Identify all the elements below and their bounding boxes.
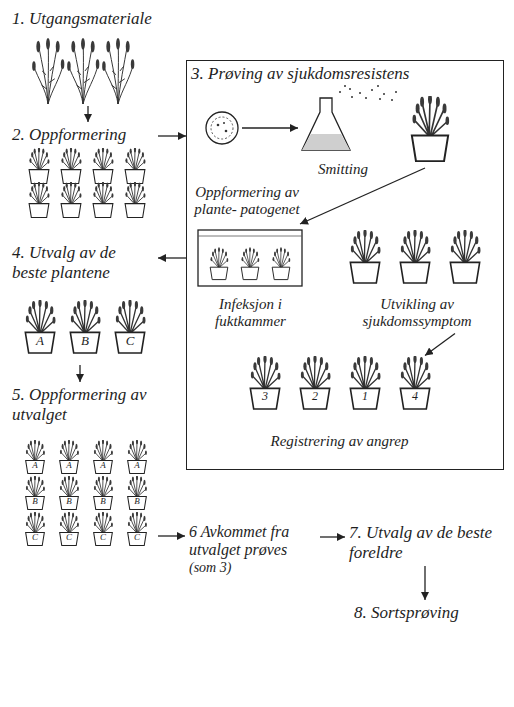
pot-letter: B: [27, 497, 43, 507]
flow-arrow: [424, 566, 425, 600]
pot-letter: B: [95, 497, 111, 507]
node-text: Registrering av angrep: [229, 433, 451, 450]
node-text: Oppformering av plante- patogenet: [194, 184, 301, 219]
arrow-label: Smitting: [312, 161, 374, 178]
pot-letter: C: [61, 533, 77, 543]
process-box: 3. Prøving av sjukdomsresistensOppformer…: [186, 60, 504, 470]
pot-letter: B: [61, 497, 77, 507]
node-note: (som 3): [189, 560, 316, 576]
node-text: 7. Utvalg av de beste foreldre: [349, 523, 501, 562]
pot-letter: A: [61, 461, 77, 471]
node-text: 4. Utvalg av de beste plantene: [12, 243, 154, 282]
node-text: 2. Oppformering: [12, 125, 154, 145]
step-node: Infeksjon i fuktkammer: [192, 222, 310, 334]
pot-letter: B: [129, 497, 145, 507]
stage-node: 8. Sortsprøving: [350, 600, 500, 628]
node-text: Utvikling av sjukdomssymptom: [339, 296, 496, 331]
node-text: 8. Sortsprøving: [354, 603, 496, 623]
flow-arrow: [425, 334, 455, 356]
node-text: 5. Oppformering av utvalget: [12, 385, 154, 424]
node-text: 6 Avkommet fra utvalget prøves: [189, 523, 316, 560]
flow-arrow: [158, 535, 185, 536]
pot-letter: C: [129, 533, 145, 543]
pot-number: 4: [405, 390, 425, 403]
step-node: Oppformering av plante- patogenet: [190, 106, 305, 222]
flow-arrow: [158, 257, 186, 258]
pot-letter: B: [75, 334, 95, 348]
pot-number: 2: [305, 390, 325, 403]
stage-node: 2. Oppformering: [8, 122, 158, 222]
stage-node: 6 Avkommet fra utvalget prøves(som 3): [185, 520, 320, 580]
pot-number: 3: [255, 390, 275, 403]
node-text: 3. Prøving av sjukdomsresistens: [191, 64, 499, 84]
pot-number: 1: [355, 390, 375, 403]
step-node: Registrering av angrep: [225, 356, 455, 454]
stage-node: 7. Utvalg av de beste foreldre: [345, 520, 505, 566]
pot-letter: C: [95, 533, 111, 543]
flow-arrow: [79, 365, 80, 382]
step-node: Utvikling av sjukdomssymptom: [335, 222, 500, 334]
flow-arrow: [320, 536, 345, 537]
node-text: 1. Utgangsmateriale: [12, 9, 164, 29]
flow-arrow: [87, 106, 88, 122]
pot-letter: C: [120, 334, 140, 348]
pot-letter: A: [30, 334, 50, 348]
pot-letter: A: [27, 461, 43, 471]
pot-letter: A: [95, 461, 111, 471]
pot-letter: A: [129, 461, 145, 471]
node-text: Infeksjon i fuktkammer: [196, 296, 306, 331]
flow-arrow: [158, 135, 186, 136]
stage-node: 1. Utgangsmateriale: [8, 6, 168, 106]
pot-letter: C: [27, 533, 43, 543]
